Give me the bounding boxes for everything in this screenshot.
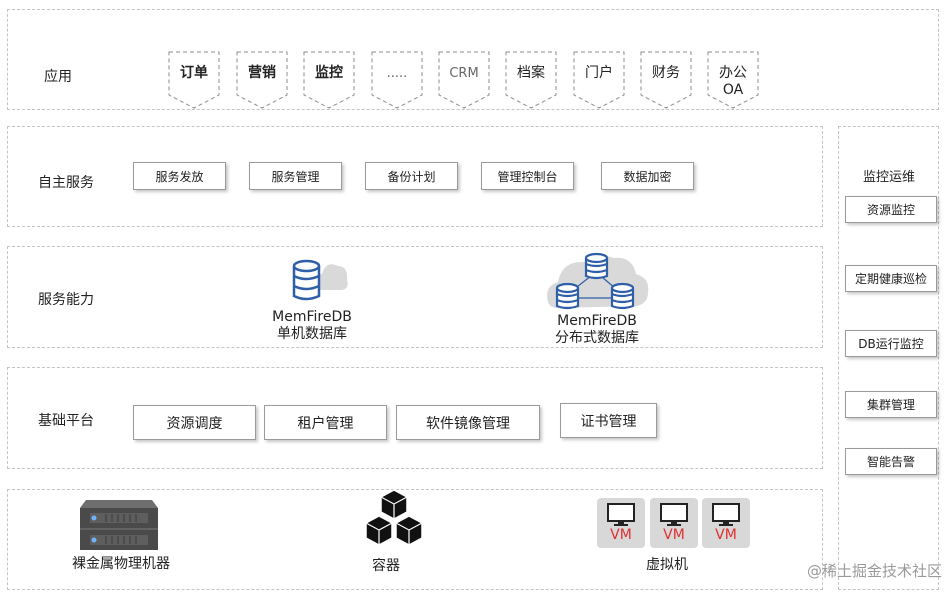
app-item-portal[interactable]: 门户 <box>573 51 625 109</box>
certificate-management-button[interactable]: 证书管理 <box>560 403 657 438</box>
vm-badge-label: VM <box>610 527 632 543</box>
distributed-database-icon <box>547 252 649 310</box>
app-item-label: 办公OA <box>719 65 747 98</box>
app-tag-shape <box>640 51 692 109</box>
app-item-finance[interactable]: 财务 <box>640 51 692 109</box>
app-item-label: 门户 <box>585 65 613 81</box>
app-item-archive[interactable]: 档案 <box>505 51 557 109</box>
distributed-database-caption: MemFireDB 分布式数据库 <box>542 313 652 347</box>
single-database-icon <box>292 259 348 301</box>
software-image-management-button[interactable]: 软件镜像管理 <box>396 405 540 440</box>
app-tag-shape <box>573 51 625 109</box>
virtual-machine-tile: VM <box>702 498 750 548</box>
service-management-button[interactable]: 服务管理 <box>249 162 342 190</box>
container-cubes-icon <box>365 489 423 546</box>
health-inspection-button[interactable]: 定期健康巡检 <box>845 265 937 292</box>
app-tag-shape <box>371 51 423 109</box>
resource-monitor-button[interactable]: 资源监控 <box>845 196 937 223</box>
ops-title: 监控运维 <box>863 170 916 185</box>
app-item-order[interactable]: 订单 <box>168 51 220 109</box>
smart-alert-button[interactable]: 智能告警 <box>845 448 937 475</box>
monitor-icon <box>712 503 740 526</box>
db-runtime-monitor-button[interactable]: DB运行监控 <box>845 330 937 357</box>
app-tag-shape <box>168 51 220 109</box>
service-capability-layer-label: 服务能力 <box>38 292 94 308</box>
backup-plan-button[interactable]: 备份计划 <box>365 162 458 190</box>
container-caption: 容器 <box>372 558 400 574</box>
monitor-icon <box>660 503 688 526</box>
app-tag-shape <box>236 51 288 109</box>
app-tag-shape <box>707 51 759 109</box>
self-service-layer <box>7 126 823 227</box>
application-layer <box>7 9 939 110</box>
app-item-label: 订单 <box>180 65 208 81</box>
service-capability-layer <box>7 246 823 348</box>
app-item-label: 档案 <box>517 65 545 81</box>
ops-layer <box>838 126 939 590</box>
app-item-monitor[interactable]: 监控 <box>303 51 355 109</box>
distributed-database-type: 分布式数据库 <box>555 330 639 346</box>
app-item-more[interactable]: ..... <box>371 51 423 109</box>
resource-scheduling-button[interactable]: 资源调度 <box>133 405 256 440</box>
management-console-button[interactable]: 管理控制台 <box>481 162 574 190</box>
app-item-label: 财务 <box>652 65 680 81</box>
app-tag-shape <box>303 51 355 109</box>
data-encryption-button[interactable]: 数据加密 <box>601 162 694 190</box>
virtual-machine-caption: 虚拟机 <box>646 557 688 573</box>
vm-badge-label: VM <box>663 527 685 543</box>
app-item-label: 营销 <box>248 65 276 81</box>
watermark: @稀土掘金技术社区 <box>806 562 942 580</box>
app-item-label: ..... <box>386 66 408 81</box>
app-item-marketing[interactable]: 营销 <box>236 51 288 109</box>
bare-metal-server-icon <box>80 500 158 550</box>
app-item-office-oa[interactable]: 办公OA <box>707 51 759 109</box>
app-tag-shape <box>505 51 557 109</box>
tenant-management-button[interactable]: 租户管理 <box>264 405 387 440</box>
monitor-icon <box>607 503 635 526</box>
app-item-crm[interactable]: CRM <box>438 51 490 109</box>
virtual-machine-tile: VM <box>597 498 645 548</box>
distributed-database-name: MemFireDB <box>557 313 637 329</box>
app-item-label: 监控 <box>315 65 343 81</box>
cluster-management-button[interactable]: 集群管理 <box>845 391 937 418</box>
single-database-name: MemFireDB <box>272 309 352 325</box>
single-database-type: 单机数据库 <box>277 326 347 342</box>
application-layer-label: 应用 <box>44 69 72 85</box>
single-database-caption: MemFireDB 单机数据库 <box>262 309 362 343</box>
service-provision-button[interactable]: 服务发放 <box>133 162 226 190</box>
base-platform-layer-label: 基础平台 <box>38 413 94 429</box>
bare-metal-caption: 裸金属物理机器 <box>72 556 170 572</box>
self-service-layer-label: 自主服务 <box>38 175 94 191</box>
vm-badge-label: VM <box>715 527 737 543</box>
base-platform-layer <box>7 367 823 469</box>
app-tag-shape <box>438 51 490 109</box>
infrastructure-layer <box>7 489 823 590</box>
app-item-label: CRM <box>449 66 479 81</box>
virtual-machine-tile: VM <box>650 498 698 548</box>
